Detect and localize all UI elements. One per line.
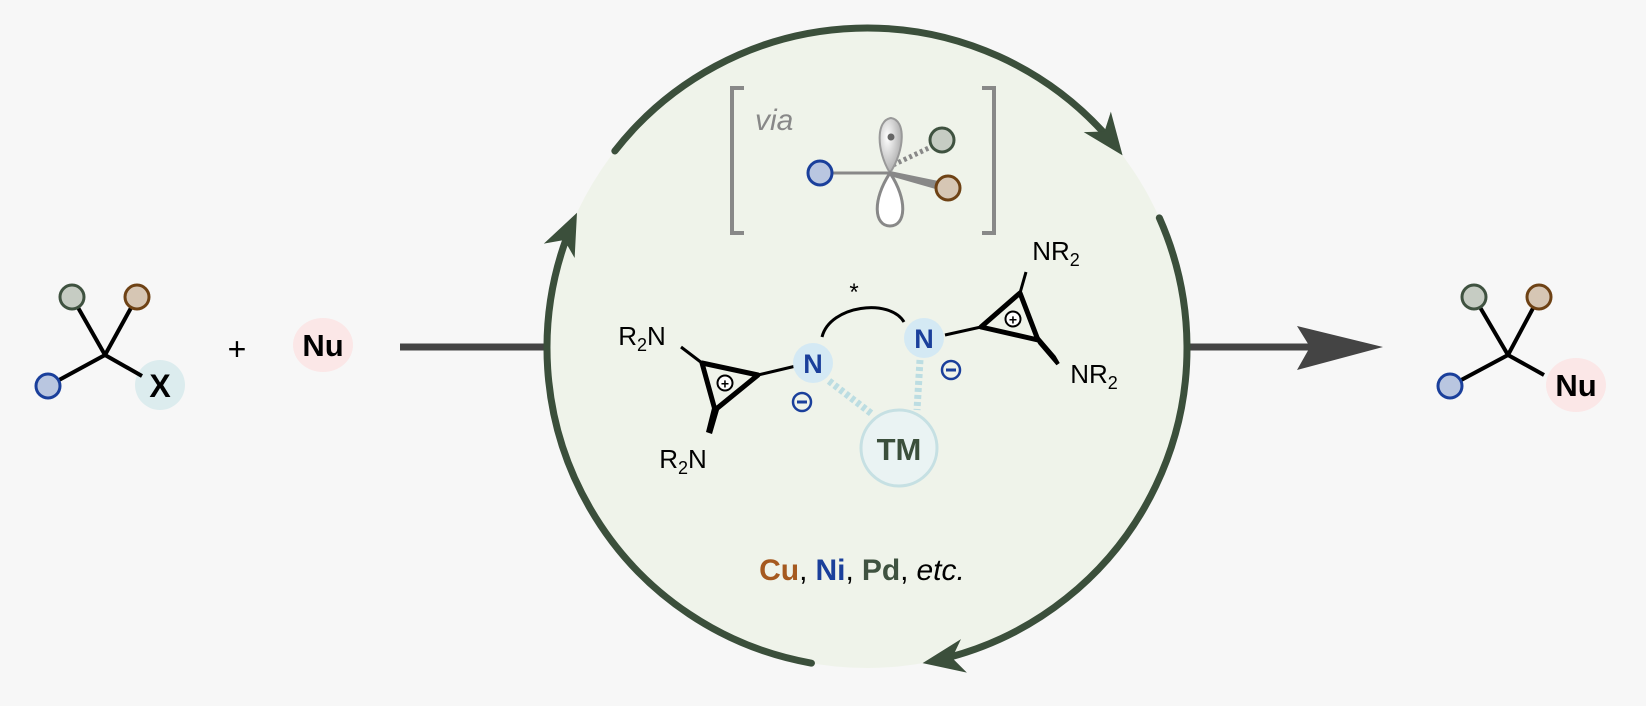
right-bracket (982, 86, 996, 235)
ligand-nitrogen-right: N (914, 324, 934, 354)
leaving-group-label: X (149, 368, 171, 404)
blue-substituent (34, 372, 62, 400)
subscript: 2 (678, 458, 688, 478)
amine-label: R2N (618, 321, 666, 355)
r-group: R (618, 321, 637, 351)
amine-label: R2N (659, 444, 707, 478)
cyclopropenium-ring (699, 360, 761, 413)
coordination-bond (913, 359, 924, 411)
wedge-bond (706, 408, 719, 434)
bond (680, 345, 703, 365)
cycle-arc-left (543, 235, 815, 667)
separator: , (845, 554, 853, 587)
radical-intermediate: via (730, 86, 996, 235)
positive-charge-sign: + (1009, 312, 1017, 328)
catalytic-cycle-background (547, 28, 1187, 668)
subscript: 2 (1108, 373, 1118, 393)
chiral-ligand-complex: TM * + R2N R2N N + NR2 NR2 N (618, 236, 1118, 488)
radical-electron (887, 133, 895, 141)
metal-ni: Ni (815, 554, 845, 587)
negative-charge-icon (940, 359, 962, 381)
r-group: R (1089, 359, 1108, 389)
bond (1507, 353, 1545, 377)
positive-charge-sign: + (721, 376, 729, 392)
cyclopropenium-ring (978, 290, 1041, 343)
blue-substituent (1436, 372, 1464, 400)
subscript: 2 (637, 335, 647, 355)
reactant-molecule: X (34, 283, 185, 410)
nitrogen: N (1070, 359, 1089, 389)
cycle-arc-top (611, 24, 1109, 155)
nucleophile-label: Nu (302, 328, 343, 363)
amine-label: NR2 (1070, 359, 1118, 393)
ligand-nitrogen-left: N (803, 349, 823, 379)
bond (1018, 271, 1028, 294)
cycle-arc-top-arrowhead (1083, 111, 1123, 156)
brown-substituent (123, 283, 151, 311)
nitrogen-highlight (904, 318, 944, 358)
brown-substituent (934, 174, 962, 202)
green-substituent (928, 126, 956, 154)
negative-charge-icon (791, 391, 813, 413)
bond (104, 353, 143, 378)
separator: , (900, 554, 908, 587)
via-label: via (755, 104, 793, 137)
bond (944, 325, 982, 337)
etc-label: etc. (917, 554, 965, 587)
nucleophile-highlight (1546, 358, 1606, 412)
brown-substituent (1525, 283, 1553, 311)
product-nucleophile-label: Nu (1555, 368, 1596, 403)
separator: , (799, 554, 807, 587)
plus-sign: + (228, 331, 247, 367)
main-reaction-arrow (400, 326, 1383, 370)
wedge-bond (890, 171, 948, 192)
green-substituent (1460, 283, 1488, 311)
product-molecule: Nu (1436, 283, 1606, 412)
cycle-arc-left-arrowhead (543, 212, 577, 259)
nitrogen: N (647, 321, 666, 351)
green-substituent (58, 283, 86, 311)
blue-substituent (806, 159, 834, 187)
nitrogen: N (688, 444, 707, 474)
subscript: 2 (1070, 250, 1080, 270)
catalytic-cycle-arrows (543, 24, 1191, 673)
nucleophile-highlight (293, 318, 353, 372)
p-orbital-bottom-lobe (875, 170, 905, 228)
positive-charge-icon (1004, 310, 1022, 328)
r-group: R (1051, 236, 1070, 266)
bond (757, 364, 797, 377)
amine-label: NR2 (1032, 236, 1080, 270)
main-arrowhead (1297, 326, 1383, 370)
cycle-arc-right-arrowhead (922, 639, 967, 673)
hashed-bond (891, 142, 937, 168)
nitrogen-highlight (793, 343, 833, 383)
p-orbital-top-lobe (878, 116, 903, 175)
cycle-arc-right (946, 214, 1191, 661)
coordination-bond (826, 378, 875, 417)
chirality-star: * (849, 279, 858, 306)
metals-list: Cu,Ni,Pd,etc. (759, 554, 965, 587)
metal-cu: Cu (759, 554, 799, 587)
r-group: R (659, 444, 678, 474)
transition-metal-circle (859, 408, 939, 488)
wedge-bond (1034, 334, 1060, 366)
positive-charge-icon (716, 374, 734, 392)
nitrogen: N (1032, 236, 1051, 266)
chiral-backbone (820, 306, 906, 338)
metal-pd: Pd (862, 554, 900, 587)
transition-metal-label: TM (877, 432, 922, 467)
leaving-group-highlight (135, 360, 185, 410)
left-bracket (730, 86, 744, 235)
